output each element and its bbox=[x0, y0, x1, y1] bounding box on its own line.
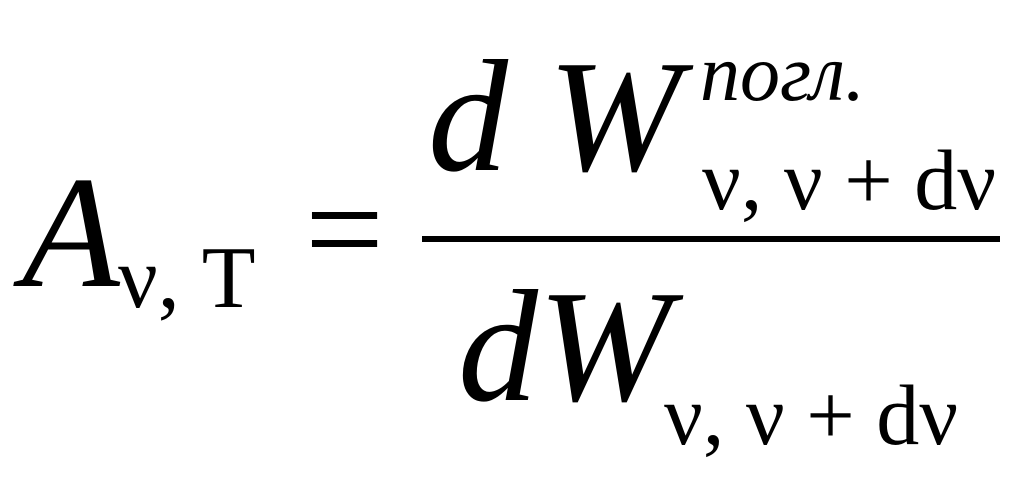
numerator-differential: d W bbox=[428, 27, 682, 205]
absorptivity-subscript: ν, T bbox=[118, 230, 256, 327]
absorptivity-symbol: A bbox=[22, 143, 120, 321]
numerator-subscript: ν, ν + dν bbox=[702, 132, 997, 228]
fraction-bar bbox=[422, 236, 1000, 242]
denominator-differential: dW bbox=[458, 257, 672, 435]
equals-sign: = bbox=[305, 152, 384, 307]
denominator-subscript: ν, ν + dν bbox=[664, 367, 959, 463]
numerator-superscript: погл. bbox=[700, 30, 866, 118]
